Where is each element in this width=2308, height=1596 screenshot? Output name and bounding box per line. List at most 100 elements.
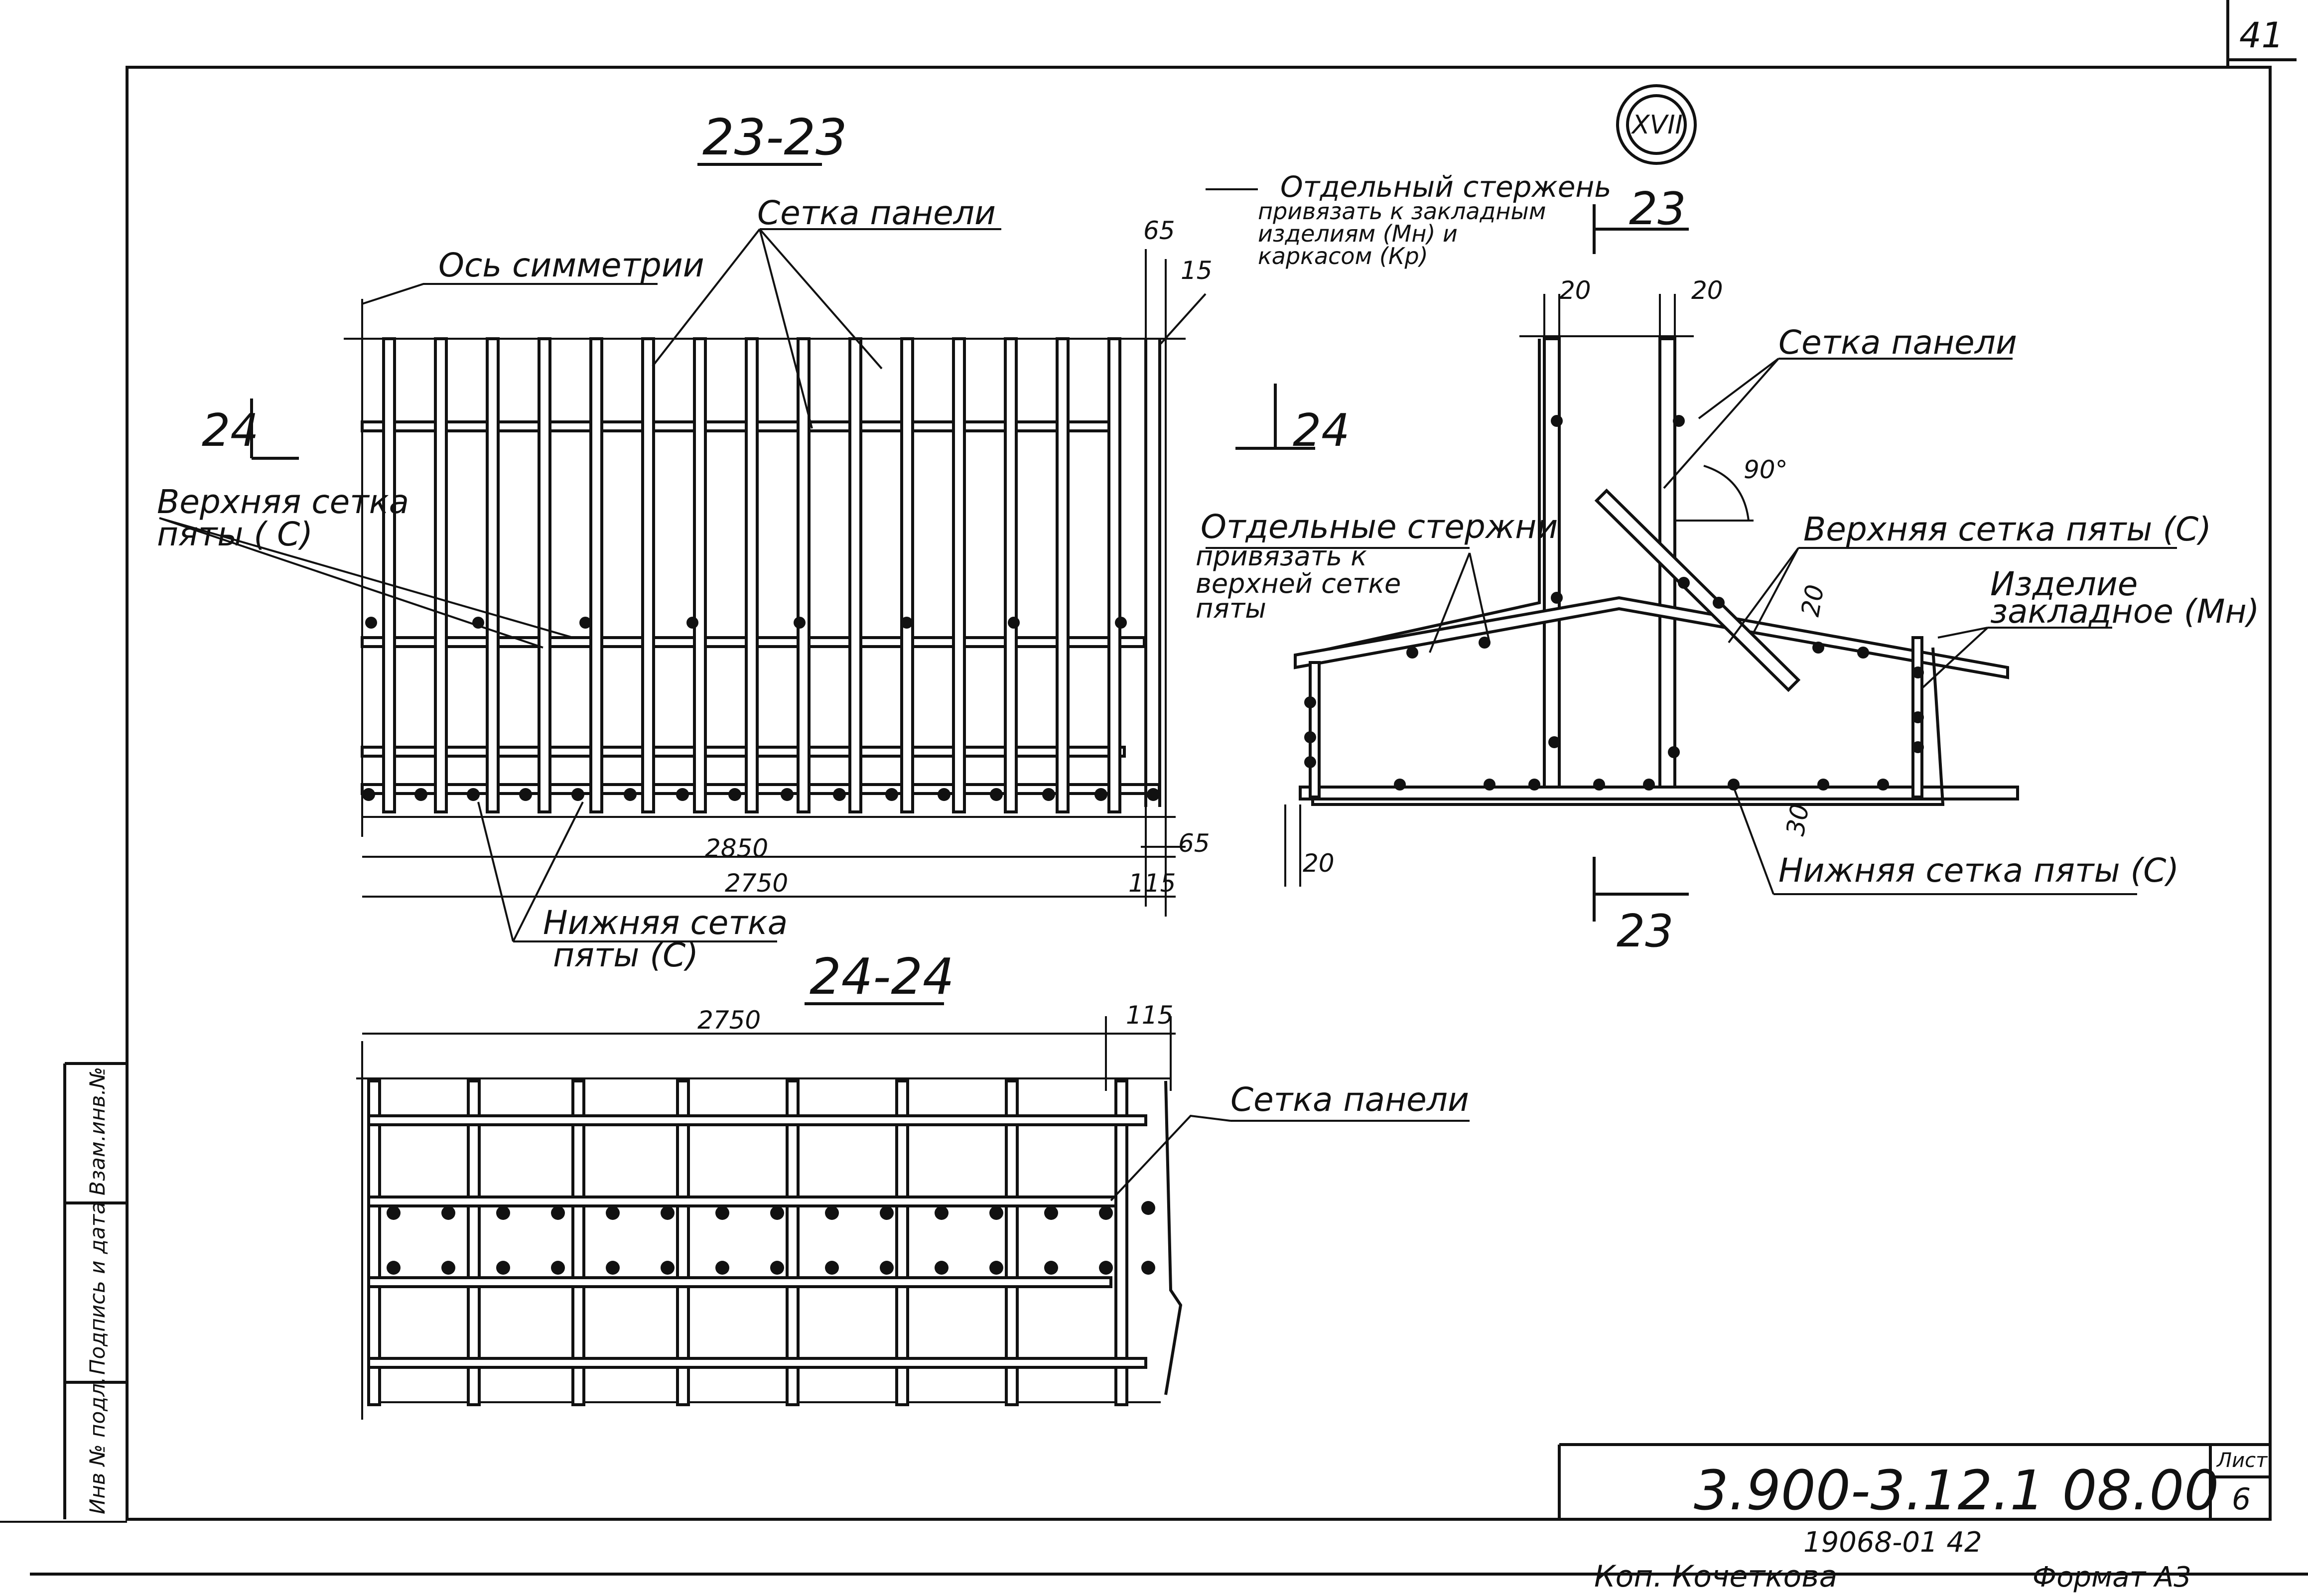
axis-of-symmetry-label: Ось симметрии bbox=[438, 246, 704, 284]
panel-mesh-bar bbox=[486, 337, 500, 813]
lower-mesh-dot bbox=[1094, 788, 1107, 801]
rebar-dot bbox=[1912, 666, 1924, 678]
rebar-dot bbox=[1551, 415, 1563, 427]
rebar-dot bbox=[1643, 779, 1655, 791]
section-24-dot bbox=[387, 1206, 401, 1220]
section-24-vertical-bar bbox=[467, 1079, 481, 1406]
panel-mesh-bar bbox=[693, 337, 707, 813]
lower-mesh-dot bbox=[781, 788, 794, 801]
section-24-vertical-bars bbox=[367, 1079, 1128, 1406]
rebar-dot bbox=[1551, 592, 1563, 604]
dim-2750-section-24: 2750 bbox=[697, 1006, 761, 1035]
lower-mesh-dot bbox=[624, 788, 637, 801]
rebar-dot bbox=[1713, 597, 1725, 609]
lower-mesh-dot bbox=[938, 788, 950, 801]
separate-bar-label-3: изделиям (Мн) и bbox=[1258, 220, 1458, 247]
rebar-dot bbox=[1668, 746, 1680, 758]
dim-65-bottom: 65 bbox=[1178, 829, 1210, 858]
rebar-dot bbox=[1673, 415, 1685, 427]
section-24-dot bbox=[770, 1261, 784, 1275]
panel-mesh-label-23: Сетка панели bbox=[757, 194, 996, 232]
dim-20-c: 20 bbox=[1796, 582, 1830, 619]
rebar-dot bbox=[1304, 731, 1316, 743]
panel-mesh-bar bbox=[1107, 337, 1121, 813]
section-24-dot bbox=[1141, 1261, 1155, 1275]
section-24-dot bbox=[1044, 1206, 1058, 1220]
rebar-dot bbox=[1548, 736, 1560, 748]
section-24-dot bbox=[496, 1206, 510, 1220]
rebar-dot bbox=[1484, 779, 1495, 791]
upper-mesh-label-1: Верхняя сетка bbox=[157, 483, 409, 521]
section-24-dot bbox=[880, 1206, 894, 1220]
section-24-dot bbox=[825, 1261, 839, 1275]
right-section-dots bbox=[1304, 415, 1924, 791]
inventory-number: 19068-01 42 bbox=[1803, 1526, 1982, 1559]
cut-mark-24-left: 24 bbox=[202, 404, 259, 457]
separate-bar-label-4: каркасом (Кр) bbox=[1258, 243, 1428, 269]
cut-mark-23-top: 23 bbox=[1629, 183, 1686, 235]
section-23-title: 23-23 bbox=[702, 108, 847, 166]
section-24-dot bbox=[935, 1206, 949, 1220]
section-23-drawing bbox=[159, 188, 1258, 942]
circle-mark bbox=[1616, 84, 1697, 165]
section-24-vertical-bar bbox=[676, 1079, 690, 1406]
rebar-dot bbox=[1912, 711, 1924, 723]
circle-mark-label: XVII bbox=[1630, 110, 1683, 140]
lower-mesh-dot bbox=[990, 788, 1003, 801]
rebar-dot bbox=[1857, 647, 1869, 659]
section-24-dot bbox=[935, 1261, 949, 1275]
panel-mesh-bar bbox=[900, 337, 914, 813]
section-24-dot bbox=[989, 1206, 1003, 1220]
section-24-dot bbox=[661, 1206, 675, 1220]
rebar-dot bbox=[1817, 779, 1829, 791]
panel-mesh-bar bbox=[848, 337, 862, 813]
lower-mesh-dot bbox=[1042, 788, 1055, 801]
panel-mesh-bar bbox=[434, 337, 448, 813]
rebar-dot bbox=[1528, 779, 1540, 791]
section-24-drawing bbox=[356, 1016, 1470, 1420]
lower-mesh-label-2: пяты (С) bbox=[553, 936, 698, 974]
panel-mesh-bar bbox=[538, 337, 551, 813]
rebar-dot bbox=[1406, 647, 1418, 659]
section-24-dot bbox=[441, 1261, 455, 1275]
list-label: Лист bbox=[2216, 1449, 2268, 1472]
dim-20-b: 20 bbox=[1691, 276, 1723, 305]
sign-label: Подпись и дата bbox=[85, 1201, 110, 1375]
panel-mesh-bar bbox=[745, 337, 759, 813]
section-24-vertical-bar bbox=[895, 1079, 909, 1406]
list-number: 6 bbox=[2232, 1482, 2251, 1517]
upper-mesh-dot bbox=[794, 617, 806, 629]
section-24-title: 24-24 bbox=[810, 947, 954, 1006]
lower-mesh-dot bbox=[885, 788, 898, 801]
embedded-item-label-2: закладное (Мн) bbox=[1990, 592, 2259, 631]
section-24-dot bbox=[606, 1206, 620, 1220]
rebar-dot bbox=[1394, 779, 1406, 791]
section-24-dot bbox=[606, 1261, 620, 1275]
upper-mesh-dot bbox=[1008, 617, 1020, 629]
rebar-dot bbox=[1877, 779, 1889, 791]
page-number: 41 bbox=[2239, 15, 2284, 56]
section-24-dot bbox=[825, 1206, 839, 1220]
separate-bar-label-2: привязать к закладным bbox=[1258, 198, 1546, 225]
section-24-vertical-bar bbox=[786, 1079, 800, 1406]
dim-2750: 2750 bbox=[725, 869, 788, 898]
panel-mesh-label-right: Сетка панели bbox=[1778, 323, 2017, 362]
section-24-vertical-bar bbox=[367, 1079, 381, 1406]
dim-115: 115 bbox=[1128, 869, 1176, 898]
upper-mesh-dot bbox=[686, 617, 698, 629]
cut-mark-23-bottom: 23 bbox=[1617, 905, 1674, 957]
rebar-dot bbox=[1304, 756, 1316, 768]
section-24-dot bbox=[661, 1261, 675, 1275]
panel-mesh-bars bbox=[382, 337, 1121, 813]
section-24-dot bbox=[989, 1261, 1003, 1275]
section-24-vertical-bar bbox=[1005, 1079, 1019, 1406]
rebar-dot bbox=[1812, 642, 1824, 654]
angle-90: 90° bbox=[1744, 455, 1788, 484]
rebar-dot bbox=[1593, 779, 1605, 791]
panel-mesh-bar bbox=[1004, 337, 1018, 813]
section-24-dot bbox=[1099, 1206, 1113, 1220]
upper-mesh-label-2: пяты ( С) bbox=[157, 515, 313, 553]
title-block bbox=[1558, 1443, 2270, 1519]
rebar-dot bbox=[1678, 577, 1690, 589]
separate-bar-label-1: Отдельный стержень bbox=[1280, 170, 1612, 204]
